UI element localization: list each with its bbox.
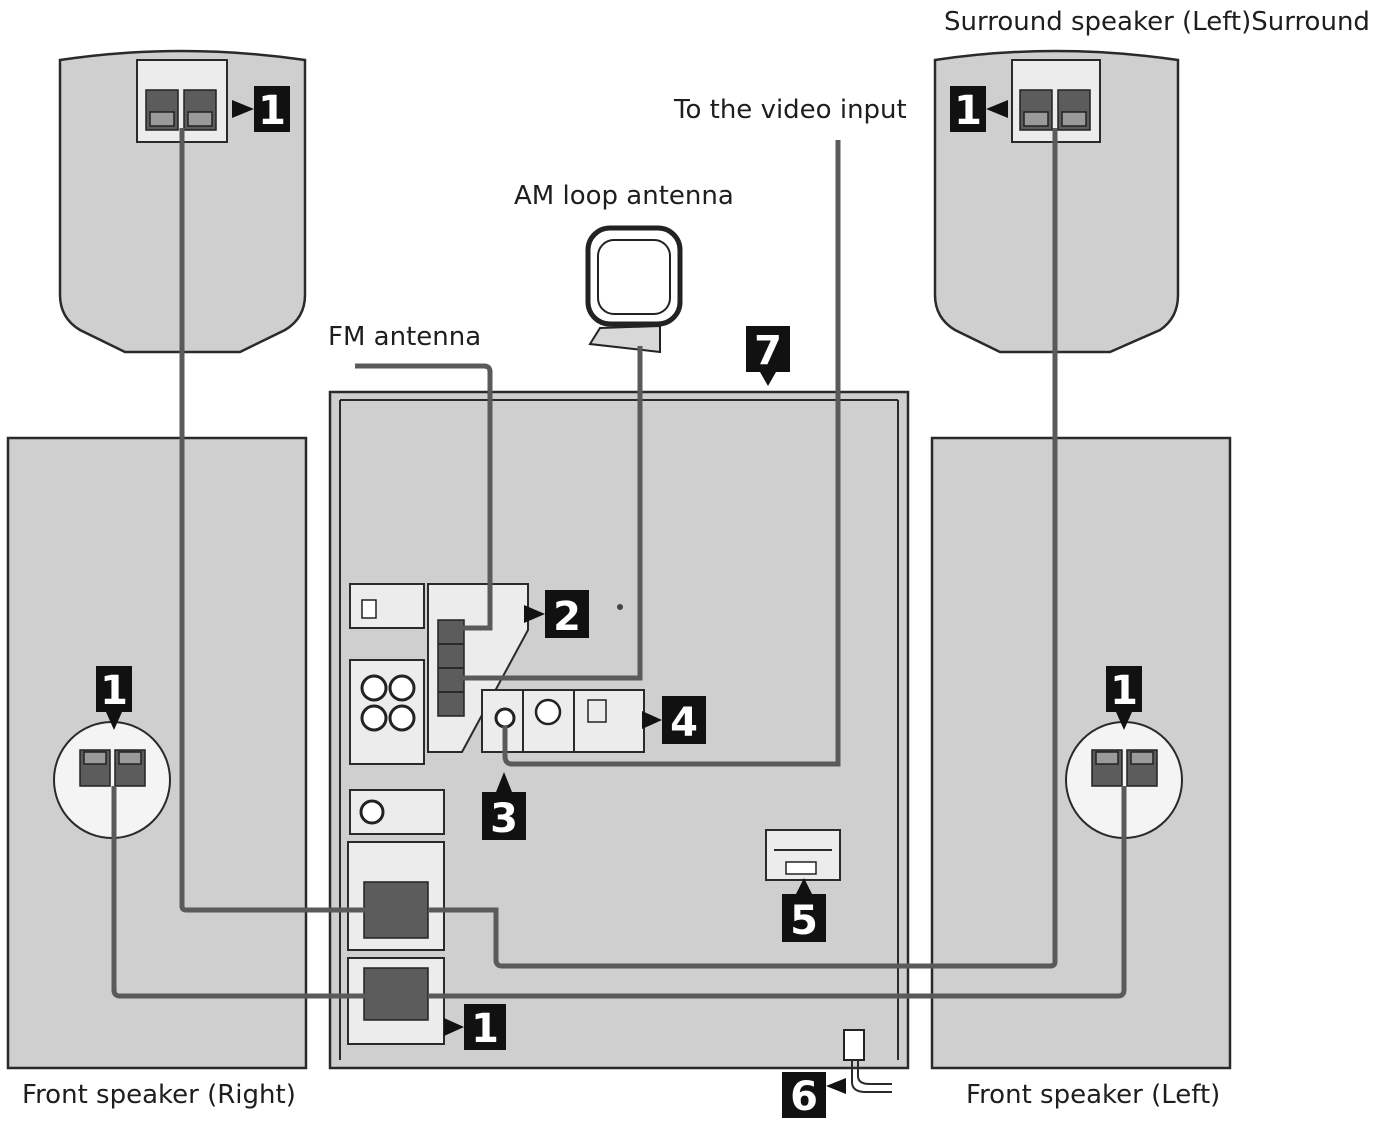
am-antenna-label: AM loop antenna	[514, 181, 734, 211]
badge-4: 4	[642, 696, 706, 746]
badge-1-surround-right: 1	[232, 86, 290, 134]
front-speaker-left	[930, 436, 1232, 1070]
badge-6: 6	[782, 1072, 846, 1120]
badge-7: 7	[746, 326, 790, 386]
front-speaker-right	[6, 436, 308, 1070]
badge-1-text: 1	[100, 668, 128, 714]
badge-4-text: 4	[670, 700, 698, 746]
main-unit	[328, 390, 910, 1093]
badge-3: 3	[482, 772, 526, 842]
badge-1-text: 1	[471, 1006, 499, 1052]
badge-1-text: 1	[1110, 668, 1138, 714]
badge-7-text: 7	[754, 328, 782, 374]
badge-5-text: 5	[790, 898, 818, 944]
front-left-label: Front speaker (Left)	[966, 1080, 1220, 1110]
video-input-label: To the video input	[673, 95, 907, 125]
badge-1-front-left: 1	[1106, 666, 1142, 730]
front-right-label: Front speaker (Right)	[22, 1080, 296, 1110]
fm-antenna-label: FM antenna	[328, 322, 481, 352]
badge-2: 2	[524, 590, 589, 640]
badge-3-text: 3	[490, 796, 518, 842]
badge-1-text: 1	[258, 88, 286, 134]
badge-1-front-right: 1	[96, 666, 132, 730]
badge-6-text: 6	[790, 1074, 818, 1120]
badge-1-surround-left: 1	[950, 86, 1008, 134]
wires	[111, 128, 1127, 999]
am-loop-antenna	[585, 225, 683, 354]
badge-2-text: 2	[553, 594, 581, 640]
surround-speaker-label: Surround speaker (Left)Surround	[944, 7, 1370, 37]
badge-5: 5	[782, 878, 826, 944]
badge-1-text: 1	[954, 88, 982, 134]
badge-1-unit: 1	[444, 1004, 506, 1052]
